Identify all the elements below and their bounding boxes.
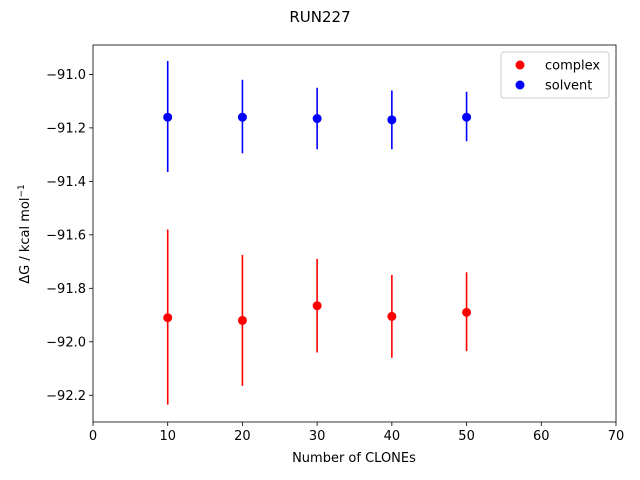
y-tick-label: −92.0 [46, 335, 86, 350]
x-tick-label: 10 [159, 429, 176, 444]
complex-point [163, 313, 173, 323]
y-tick-label: −92.2 [46, 389, 86, 404]
y-tick-label: −91.6 [46, 228, 86, 243]
y-tick-label: −91.4 [46, 175, 86, 190]
y-axis-label: ΔG / kcal mol−1 [17, 184, 33, 284]
legend-label-solvent: solvent [545, 79, 592, 94]
x-axis-label: Number of CLONEs [292, 451, 416, 466]
complex-point [312, 301, 322, 311]
solvent-point [237, 112, 247, 122]
legend-box [500, 51, 610, 99]
complex-point [237, 315, 247, 325]
solvent-point [462, 112, 472, 122]
y-tick-label: −91.8 [46, 282, 86, 297]
complex-point [387, 311, 397, 321]
legend-marker-solvent [515, 80, 525, 90]
y-axis-label-main: ΔG / kcal mol [18, 198, 33, 284]
x-tick-label: 70 [608, 429, 625, 444]
chart-title: RUN227 [289, 8, 350, 26]
y-tick-label: −91.2 [46, 121, 86, 136]
legend: complex solvent [500, 51, 610, 99]
y-tick-label: −91.0 [46, 68, 86, 83]
solvent-point [387, 115, 397, 125]
x-tick-label: 60 [533, 429, 550, 444]
complex-point [462, 307, 472, 317]
solvent-point [312, 114, 322, 124]
y-axis-label-superscript: −1 [17, 184, 27, 197]
x-tick-label: 0 [89, 429, 97, 444]
axes-frame [92, 44, 617, 423]
x-tick-label: 30 [309, 429, 326, 444]
x-tick-label: 20 [234, 429, 251, 444]
solvent-point [163, 112, 173, 122]
plot-area: 0 10 20 30 40 50 60 70 −92.2 −92.0 −91.8 −91.6 −91.4… [46, 44, 625, 444]
x-tick-label: 40 [384, 429, 401, 444]
x-tick-label: 50 [458, 429, 475, 444]
legend-label-complex: complex [545, 59, 600, 74]
legend-marker-complex [515, 60, 525, 70]
